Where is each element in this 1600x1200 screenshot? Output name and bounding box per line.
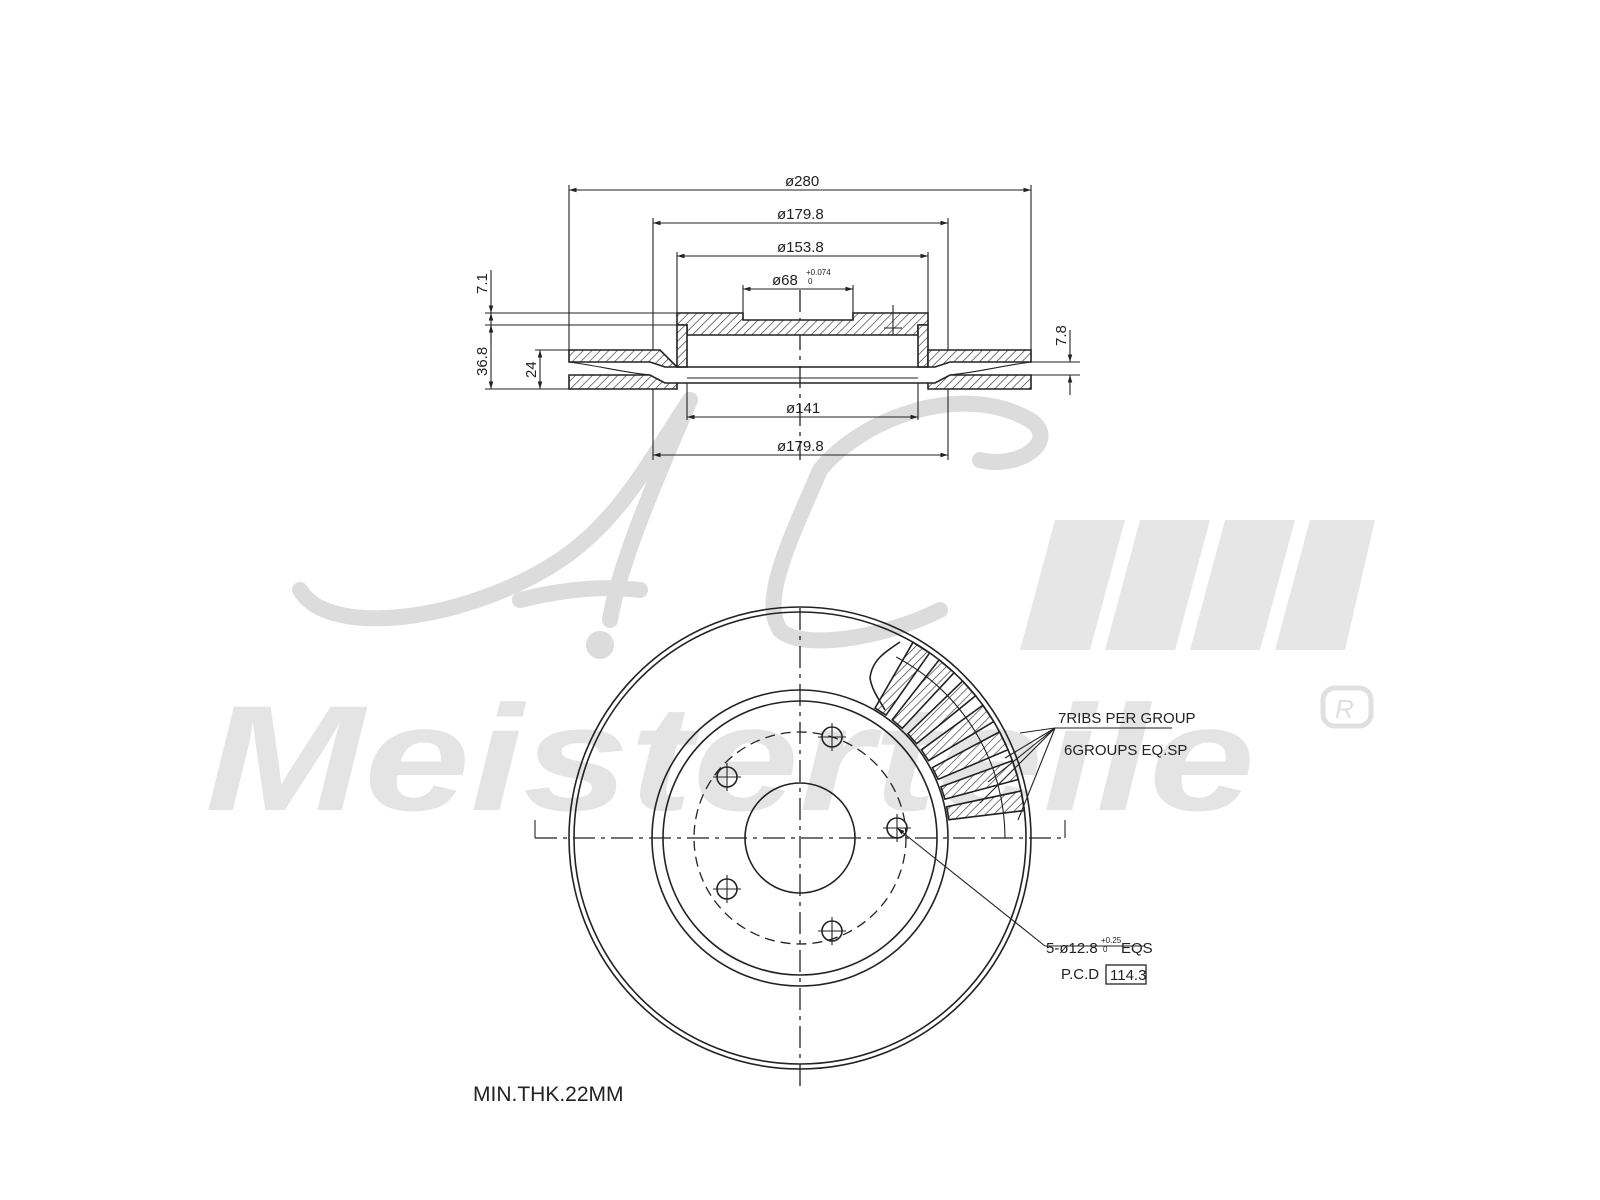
pcd-label: P.C.D (1061, 966, 1099, 983)
cutaway-arc (895, 656, 1006, 839)
dim-inner-bottom: ø141 (786, 400, 820, 417)
hat-right-wall (917, 324, 929, 368)
bolt-holes-suffix: EQS (1121, 940, 1153, 957)
pcd-value-box (1105, 964, 1147, 985)
dim-disc-thickness: 24 (523, 361, 540, 378)
dim-center-bore-tol-upper: +0.074 (806, 268, 831, 277)
vent-rib (945, 790, 1026, 821)
bolt-hole (818, 723, 846, 751)
bolt-holes-tol-lower: 0 (1103, 945, 1108, 954)
dim-outer-diameter: ø280 (785, 173, 819, 190)
vent-rib (891, 658, 956, 730)
hat-left-wall (676, 324, 688, 368)
watermark-registered-icon: R (1320, 685, 1374, 729)
dim-vent-offset: 7.8 (1053, 325, 1070, 346)
dim-center-bore-tol-lower: 0 (808, 277, 813, 286)
vent-rib (920, 704, 995, 762)
hat-top-section (676, 312, 929, 336)
bolt-hole (713, 875, 741, 903)
watermark-registered-letter: R (1335, 694, 1354, 724)
bolt-holes-callout: 5-ø12.8 (1046, 940, 1098, 957)
dim-hat-outer-top: ø179.8 (777, 206, 824, 223)
vent-rib (873, 641, 931, 717)
watermark-stripes (1020, 520, 1375, 650)
vent-ribs-cutaway (873, 641, 1026, 839)
bolt-holes-tol-upper: +0.25 (1101, 936, 1122, 945)
pcd-value: 114.3 (1110, 967, 1146, 984)
vent-rib (940, 759, 1020, 801)
groups-spacing-label: 6GROUPS EQ.SP (1064, 742, 1187, 759)
vent-rib (931, 730, 1010, 781)
bolt-hole (713, 763, 741, 791)
vent-rib (906, 679, 977, 745)
dim-hat-outer-bottom: ø179.8 (777, 438, 824, 455)
front-view (534, 606, 1172, 1086)
bolt-hole (818, 917, 846, 945)
dim-total-height: 36.8 (474, 347, 491, 376)
min-thickness-note: MIN.THK.22MM (473, 1083, 624, 1106)
ribs-per-group-label: 7RIBS PER GROUP (1058, 710, 1196, 727)
watermark: Meisterteile R (205, 392, 1375, 842)
bottom-plate-right (927, 374, 1032, 390)
dim-hat-top-thickness: 7.1 (474, 273, 491, 294)
bottom-plate-left (568, 374, 678, 390)
dim-center-bore: ø68 (772, 272, 798, 289)
dim-hat-inner: ø153.8 (777, 239, 824, 256)
section-view: ø280 ø179.8 ø153.8 ø68 +0.074 0 ø141 ø17… (474, 173, 1080, 460)
watermark-script-initials (292, 392, 1049, 659)
